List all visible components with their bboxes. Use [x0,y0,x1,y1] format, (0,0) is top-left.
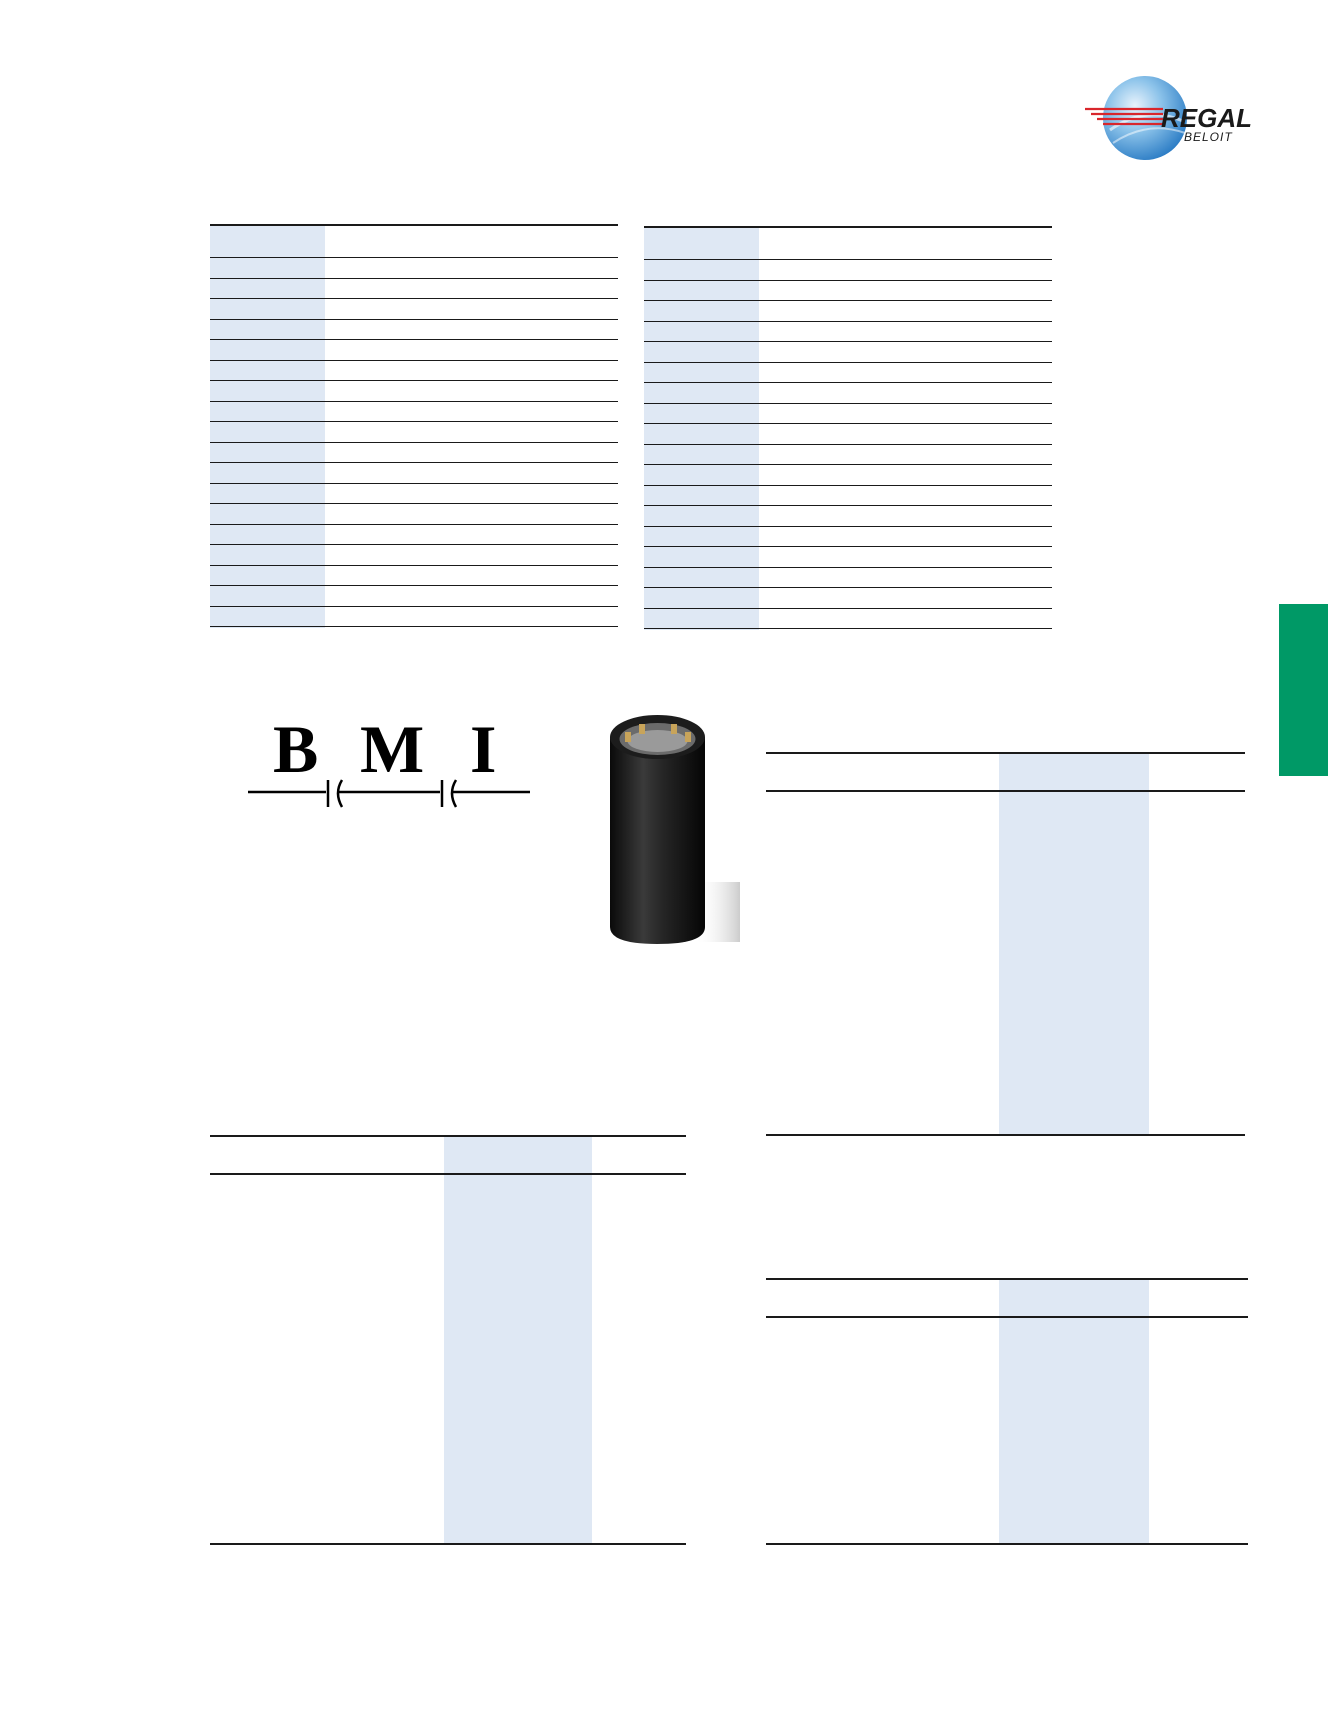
table-row-divider [644,546,1052,547]
table-row-divider [210,421,618,422]
table-row-divider [210,380,618,381]
table-row-divider [644,259,1052,260]
table-row-divider [644,279,1052,281]
table-row-divider [210,298,618,299]
table-row-divider [210,564,618,566]
schematic-wiring [248,779,530,808]
table-row-divider [210,523,618,525]
table-row-divider [644,382,1052,383]
table-row-divider [644,464,1052,465]
highlight-column [999,754,1149,1134]
spec-table-left [210,224,618,628]
table-row-divider [210,605,618,607]
table-row-divider [644,402,1052,404]
table-row-divider [210,277,618,279]
table-row-divider [210,482,618,484]
table-row-divider [210,400,618,402]
highlight-column [999,1280,1149,1543]
table-row-divider [210,462,618,463]
schematic-label-b: B [273,711,319,787]
logo-wordmark: REGAL [1161,103,1252,133]
table-row-divider [644,361,1052,363]
regal-beloit-logo: REGAL BELOIT [1085,75,1285,165]
table-row-divider [210,359,618,361]
table-row-divider [644,628,1052,629]
table-row-divider [644,505,1052,506]
table-row-divider [644,443,1052,445]
start-capacitor-photo [605,712,740,952]
highlight-column [444,1137,592,1543]
spec-table-key-column [644,228,759,630]
table-row-divider [210,544,618,545]
table-row-divider [210,503,618,504]
table-row-divider [210,318,618,320]
data-table-right-lower [766,1278,1248,1545]
table-row-divider [644,566,1052,568]
spec-table-right [644,226,1052,630]
table-row-divider [644,341,1052,342]
data-table-right-upper [766,752,1245,1136]
table-row-divider [210,626,618,627]
table-row-divider [644,423,1052,424]
table-row-divider [644,607,1052,609]
table-row-divider [210,339,618,340]
data-table-left-lower [210,1135,686,1545]
table-row-divider [644,525,1052,527]
capacitor-schematic: B M I [240,715,540,815]
table-row-divider [644,484,1052,486]
schematic-label-i: I [470,711,497,787]
table-row-divider [644,587,1052,588]
section-tab[interactable] [1279,604,1328,776]
table-row-divider [210,585,618,586]
schematic-label-m: M [360,711,425,787]
table-row-divider [644,320,1052,322]
spec-table-key-column [210,226,325,628]
table-row-divider [644,300,1052,301]
table-row-divider [210,441,618,443]
logo-subtext: BELOIT [1184,130,1233,144]
table-row-divider [210,257,618,258]
